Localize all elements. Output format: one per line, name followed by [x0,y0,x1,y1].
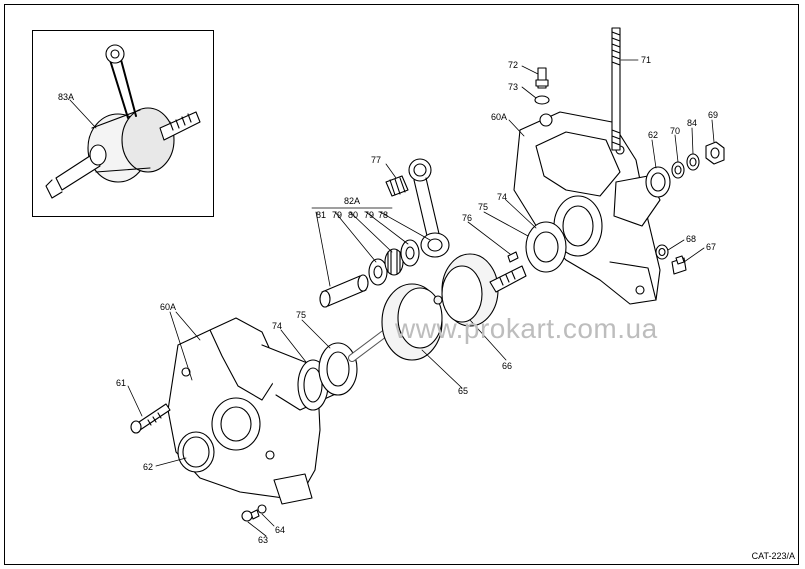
crankshaft-half-66 [441,253,527,327]
label-83A: 83A [58,92,75,102]
left-crankcase-half [167,317,341,505]
label-74-right: 74 [497,192,508,202]
label-70: 70 [670,126,681,136]
label-78: 78 [378,210,389,220]
label-62-right: 62 [648,130,659,140]
label-79b: 79 [364,210,375,220]
washer-73 [534,95,550,105]
label-76: 76 [462,213,473,223]
connecting-rod-78 [408,158,450,258]
key-76 [507,251,519,263]
nut-69 [705,141,725,165]
label-71: 71 [641,55,652,65]
crankshaft-half-65 [348,283,443,362]
label-74-left: 74 [272,321,283,331]
washer-68 [655,244,669,260]
label-66: 66 [502,361,513,371]
washer-84 [686,153,700,171]
label-80: 80 [348,210,359,220]
bearing-75-right [525,221,567,273]
thrust-washer-79b [400,239,420,267]
stud-71 [611,27,621,151]
label-79a: 79 [332,210,343,220]
label-77: 77 [371,155,382,165]
label-65: 65 [458,386,469,396]
label-63: 63 [258,535,269,545]
label-61: 61 [116,378,127,388]
small-end-bearing-77 [385,175,409,197]
bearing-75-left [297,342,358,411]
oil-seal-62-right [645,166,671,198]
nipple-72 [535,67,549,89]
label-73: 73 [508,82,519,92]
thrust-washer-79a [368,258,388,286]
label-68: 68 [686,234,697,244]
label-84: 84 [687,118,698,128]
label-60A-right: 60A [491,112,508,122]
screw-63-washer-64 [241,504,267,522]
catalog-code: CAT-223/A [751,551,795,561]
label-60A-left: 60A [160,302,177,312]
plug-67 [671,255,687,275]
label-75-left: 75 [296,310,307,320]
right-crankcase-half [513,111,661,305]
label-64: 64 [275,525,286,535]
label-72: 72 [508,60,519,70]
label-82A: 82A [344,196,361,206]
watermark-text: www.prokart.com.ua [395,313,658,344]
leader-lines [69,59,715,537]
oil-seal-62-left [182,436,210,468]
crank-pin-81 [319,274,369,308]
label-69: 69 [708,110,719,120]
needle-bearing-80 [384,248,404,276]
label-62-left: 62 [143,462,154,472]
inset-crankshaft [45,44,201,199]
bolt-61 [130,403,171,434]
washer-70 [671,161,685,179]
label-81: 81 [316,210,327,220]
label-67: 67 [706,242,717,252]
label-75-right: 75 [478,202,489,212]
